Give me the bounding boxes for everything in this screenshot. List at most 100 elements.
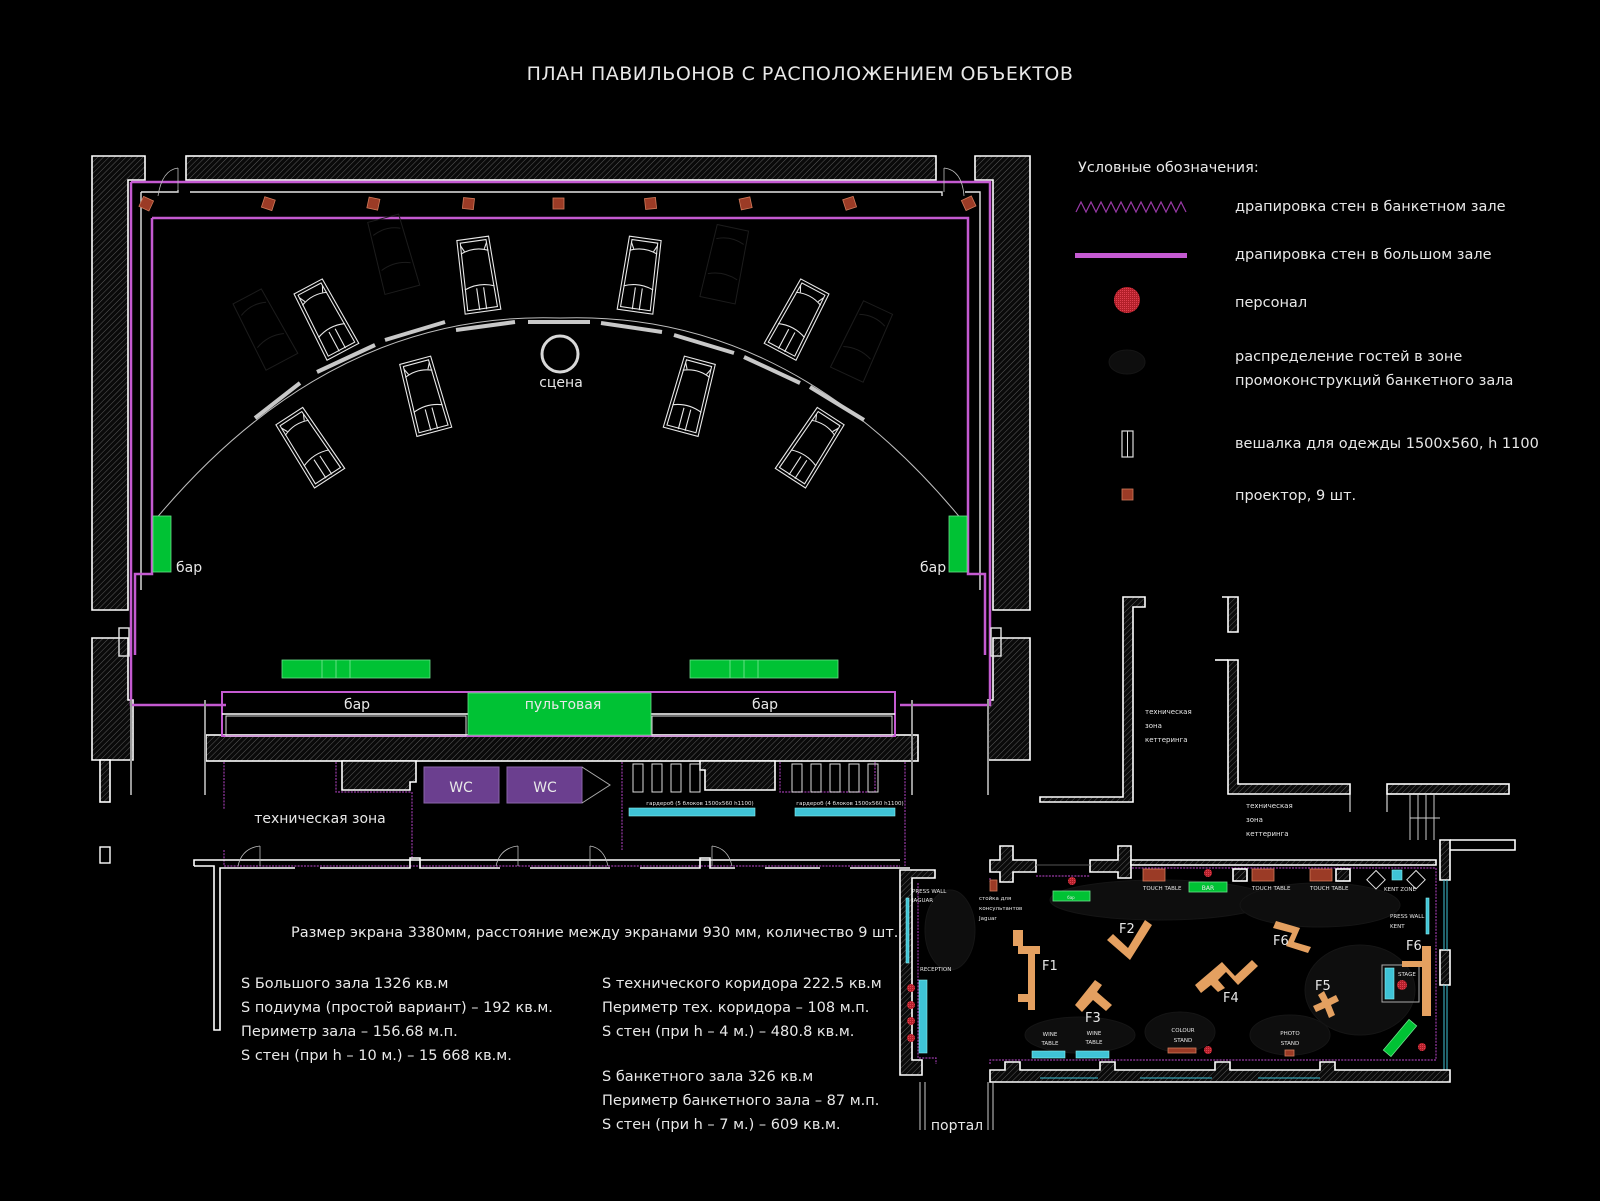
legend: Условные обозначения: драпировка стен в …	[1075, 160, 1539, 504]
stat-corridor-2: Периметр тех. коридора – 108 м.п.	[602, 1000, 869, 1016]
projector-icon	[1121, 488, 1134, 501]
projector-icon	[138, 195, 155, 212]
stat-banquet-1: S банкетного зала 326 кв.м	[602, 1069, 813, 1085]
screen	[743, 355, 801, 385]
wine-table-1	[1031, 1050, 1066, 1059]
screen	[316, 343, 376, 374]
zone-f3-label: F3	[1085, 1011, 1101, 1026]
catering-2-line2: зона	[1246, 816, 1263, 824]
door-left	[118, 627, 130, 657]
consultant-stand	[989, 879, 998, 892]
coat-rack-icon	[867, 763, 879, 793]
photo-stand	[1284, 1049, 1295, 1057]
bar-bottom-right-label: бар	[752, 697, 778, 713]
stage-label: STAGE	[1398, 972, 1416, 978]
wall-block	[699, 760, 776, 791]
screen	[808, 385, 866, 422]
catering-1-line1: техническая	[1145, 708, 1192, 716]
legend-label-guests-2: промоконструкций банкетного зала	[1235, 373, 1513, 389]
wine-table-2-line2: TABLE	[1084, 1040, 1103, 1046]
coat-rack-icon	[791, 763, 803, 793]
screen	[384, 320, 446, 342]
banquet-wall-right-mid	[1439, 949, 1451, 986]
bar-right	[948, 515, 968, 573]
stat-corridor-1: S технического коридора 222.5 кв.м	[602, 976, 882, 992]
wardrobe-1-label: гардероб (5 блоков 1500х560 h1100)	[646, 801, 753, 807]
guest-blob-icon	[1108, 349, 1146, 375]
projector-icon	[960, 195, 977, 212]
counter-right	[689, 659, 839, 679]
car	[397, 355, 453, 437]
staff-icon	[907, 984, 915, 992]
car	[454, 235, 502, 315]
projector-icon	[842, 195, 858, 211]
reception-desk	[918, 979, 928, 1054]
legend-heading: Условные обозначения:	[1078, 160, 1259, 176]
drapery-banquet	[917, 867, 1437, 1064]
catering-2-line1: техническая	[1246, 802, 1293, 810]
colour-stand-line1: COLOUR	[1171, 1028, 1194, 1034]
wall-left-lower	[91, 637, 134, 761]
bar-label: BAR	[1202, 885, 1214, 892]
legend-label-projector: проектор, 9 шт.	[1235, 488, 1356, 504]
coat-racks-2	[791, 763, 879, 793]
catering-2-line3: кеттеринга	[1246, 830, 1289, 838]
press-wall-kent-line1: PRESS WALL	[1390, 914, 1425, 920]
touch-table-2	[1251, 868, 1275, 882]
counter-left	[281, 659, 431, 679]
reception-label: RECEPTION	[920, 967, 951, 973]
drapery-big-hall-outer	[129, 180, 992, 707]
touch-table-3-label: TOUCH TABLE	[1309, 886, 1349, 892]
catering-wall-2	[1222, 596, 1239, 633]
coat-rack-icon	[689, 763, 701, 793]
consultant-stand-line3: Jaguar	[978, 916, 997, 922]
car	[662, 355, 718, 437]
stage-circle-icon	[540, 334, 580, 374]
press-wall-jaguar-line2: JAGUAR	[911, 898, 933, 904]
colour-stand-line2: STAND	[1174, 1038, 1193, 1044]
tech-zone-label: техническая зона	[254, 811, 386, 827]
legend-label-staff: персонал	[1235, 295, 1307, 311]
car	[774, 405, 847, 489]
stats: Размер экрана 3380мм, расстояние между э…	[241, 925, 898, 1133]
touch-table-2-label: TOUCH TABLE	[1251, 886, 1291, 892]
banquet-hall: портал PRESS WALL JAGUAR RECEPTION стойк…	[899, 839, 1516, 1134]
door-top-left	[157, 167, 179, 197]
catering-wall-1	[1039, 596, 1146, 803]
stat-left-2: S подиума (простой вариант) – 192 кв.м.	[241, 1000, 553, 1016]
zone-f6b-label: F6	[1406, 939, 1422, 954]
wc-2	[506, 766, 583, 804]
catering-wall-3	[1227, 659, 1351, 795]
bar-right-label: бар	[920, 560, 946, 576]
kent-zone-marker	[1391, 869, 1403, 881]
touch-table-3	[1309, 868, 1333, 882]
stat-left-3: Периметр зала – 156.68 м.п.	[241, 1024, 458, 1040]
bar-left-label: бар	[176, 560, 202, 576]
drapery-big-hall-inner	[133, 216, 987, 655]
car	[273, 405, 346, 489]
car	[763, 277, 832, 361]
screen	[673, 333, 735, 355]
staff-icon	[1418, 1043, 1426, 1051]
projector-icon	[366, 196, 381, 211]
legend-label-coat-rack: вешалка для одежды 1500х560, h 1100	[1235, 436, 1539, 452]
projector-icon	[644, 196, 658, 210]
bar-left	[152, 515, 172, 573]
control-room-label: пультовая	[525, 697, 602, 713]
zigzag-line-icon	[1075, 200, 1187, 214]
bar-diagonal	[1382, 1018, 1418, 1058]
wall-top	[185, 155, 937, 181]
projector-icon	[552, 197, 565, 210]
wall-left-upper	[91, 155, 146, 611]
screens	[253, 320, 866, 422]
stage-screen	[1384, 967, 1395, 1000]
wc-1	[423, 766, 500, 804]
zone-f6	[1273, 921, 1311, 953]
wall-right-upper	[974, 155, 1031, 611]
podium-wall	[205, 734, 919, 762]
corridor-bottom-wall	[193, 857, 910, 1031]
touch-table-1-label: TOUCH TABLE	[1142, 886, 1182, 892]
zone-f6-right	[1402, 946, 1431, 1016]
wine-table-2	[1075, 1050, 1110, 1059]
staff-icon	[907, 1034, 915, 1042]
